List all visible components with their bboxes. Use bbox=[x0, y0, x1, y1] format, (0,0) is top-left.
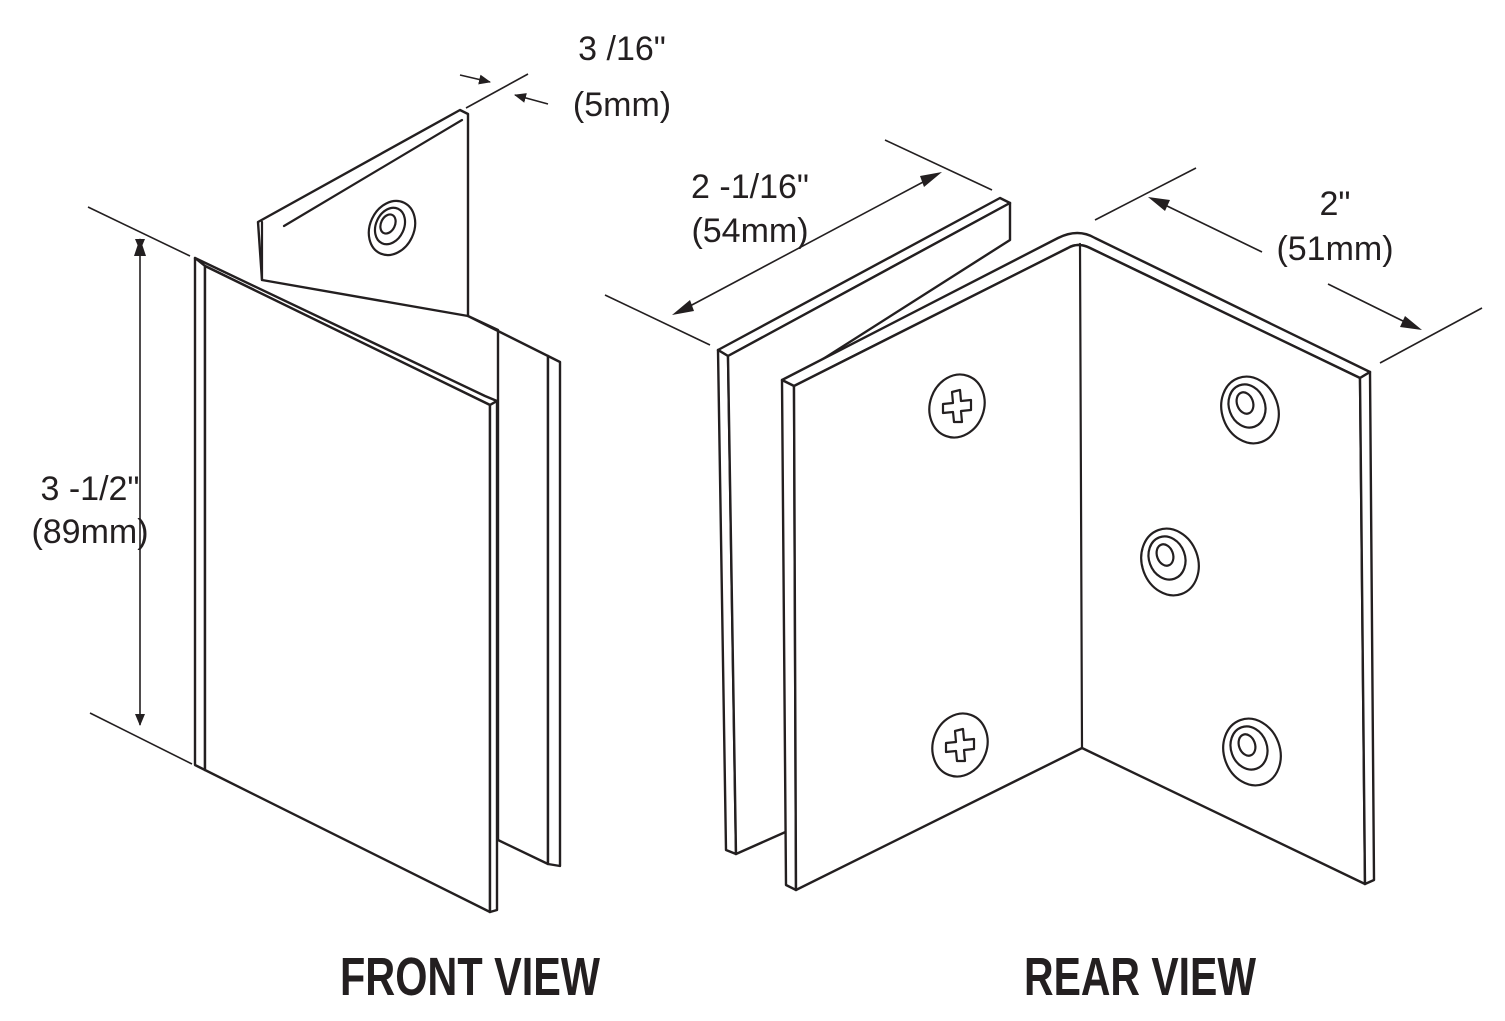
rear-view-label: REAR VIEW bbox=[1024, 947, 1256, 1007]
height-dimension: 3 -1/2" (89mm) bbox=[31, 206, 193, 765]
width-imperial: 2" bbox=[1320, 185, 1351, 223]
height-imperial: 3 -1/2" bbox=[40, 470, 139, 508]
front-view-bracket bbox=[193, 108, 562, 914]
countersunk-hole-icon bbox=[1220, 375, 1280, 445]
thickness-dimension: 3 /16" (5mm) bbox=[459, 30, 671, 124]
countersunk-hole-icon bbox=[1140, 527, 1200, 597]
width-metric: (51mm) bbox=[1276, 230, 1393, 268]
countersunk-hole-icon bbox=[367, 199, 417, 257]
thickness-imperial: 3 /16" bbox=[578, 30, 666, 68]
height-metric: (89mm) bbox=[31, 513, 148, 551]
depth-imperial: 2 -1/16" bbox=[691, 168, 809, 206]
front-view-label: FRONT VIEW bbox=[340, 947, 600, 1007]
width-dimension: 2" (51mm) bbox=[1094, 167, 1483, 364]
phillips-screw-icon bbox=[928, 373, 986, 439]
phillips-screw-icon bbox=[931, 712, 989, 778]
countersunk-hole-icon bbox=[1222, 717, 1282, 787]
depth-dimension: 2 -1/16" (54mm) bbox=[604, 139, 993, 346]
rear-view-bracket bbox=[716, 196, 1376, 892]
front-plate bbox=[203, 264, 492, 914]
front-back-plate bbox=[256, 108, 470, 318]
depth-metric: (54mm) bbox=[691, 212, 808, 250]
thickness-metric: (5mm) bbox=[573, 86, 671, 124]
front-inner-plate bbox=[466, 314, 550, 866]
